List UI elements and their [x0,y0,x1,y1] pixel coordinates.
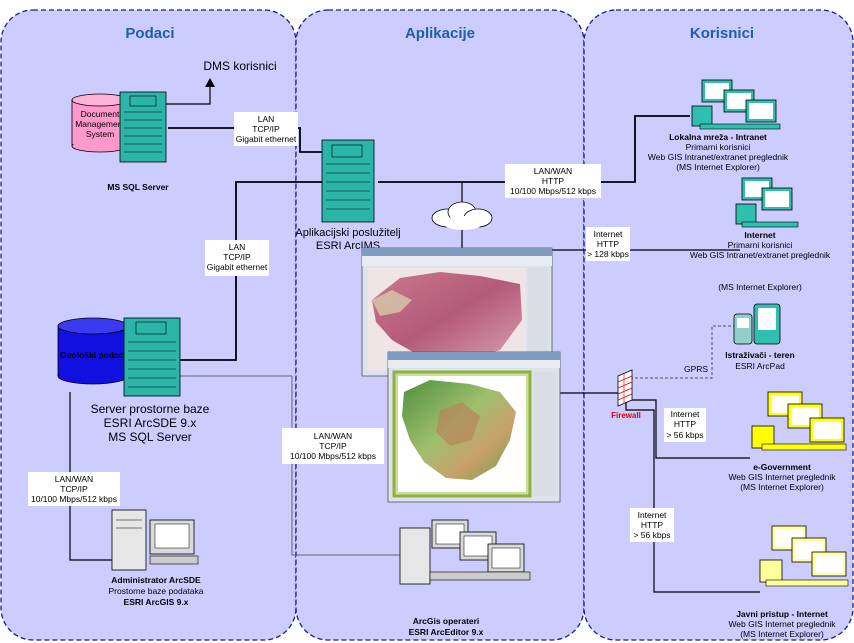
internet-pcs [735,177,799,228]
wan-left-line-3: 10/100 Mbps/512 kbps [31,494,117,504]
ms-sql-server-tower [119,91,167,163]
geoloski-database: Geološki podaci [57,317,129,385]
intranet-line-2: Primarni korisnici [686,142,751,152]
inet56a-line-2: HTTP [674,419,697,429]
zone-title-korisnici: Korisnici [690,25,754,42]
inet56b-line-1: Internet [638,510,667,520]
firewall-label: Firewall [611,411,641,420]
lan-mid-line-3: Gigabit ethernet [207,262,268,272]
admin-line-3: ESRI ArcGIS 9.x [124,597,189,607]
public-line-1: Javni pristup - Internet [736,609,828,619]
inet128-box [586,227,630,261]
inet128-line-2: HTTP [597,239,620,249]
admin-line-1: Administrator ArcSDE [111,575,201,585]
internet-line-1: Internet [744,230,775,240]
dms-line-1: Document [81,109,120,119]
lan-top-line-1: LAN [258,114,275,124]
link-operators [180,375,400,556]
egov-line-3: (MS Internet Explorer) [740,482,824,492]
wan-http-box [505,164,601,198]
public-line-3: (MS Internet Explorer) [740,629,824,639]
wan-mid-line-1: LAN/WAN [314,431,352,441]
dms-users-label: DMS korisnici [203,59,276,73]
dms-database: Document Management System [71,93,129,153]
inet128-line-1: Internet [594,229,623,239]
link-dms-arrow [165,86,211,105]
arrowhead-dms [205,78,215,87]
internet-line-2: Primarni korisnici [728,240,793,250]
app-server-line-1: Aplikacijski poslužitelj [295,227,400,239]
wan-left-line-1: LAN/WAN [55,474,93,484]
wan-mid-line-3: 10/100 Mbps/512 kbps [290,451,376,461]
wan-mid-box [282,428,384,464]
link-gprs [630,325,734,379]
inet56b-box [630,508,674,542]
intranet-pcs [691,79,781,130]
spatial-server-line-3: MS SQL Server [108,430,192,444]
egov-pcs [751,391,847,451]
inet56a-line-3: > 56 kbps [666,430,703,440]
lan-mid-line-1: LAN [229,242,246,252]
app-server-tower [321,139,375,223]
wan-http-line-2: HTTP [542,176,565,186]
link-admin [69,392,112,561]
inet56b-line-3: > 56 kbps [633,530,670,540]
internet-line-3: Web GIS Intranet/extranet preglednik [690,250,831,260]
field-line-1: Istraživači - teren [725,350,794,360]
field-devices [733,303,781,345]
wan-http-line-1: LAN/WAN [534,166,572,176]
operators-workstations [399,519,531,585]
internet-line-4: (MS Internet Explorer) [718,282,802,292]
inet56a-box [664,408,706,442]
lan-top-line-3: Gigabit ethernet [236,134,297,144]
field-line-2: ESRI ArcPad [735,361,785,371]
operators-line-2: ESRI ArcEditor 9.x [409,627,484,637]
cloud-icon [431,201,493,230]
intranet-line-1: Lokalna mreža - Intranet [669,132,767,142]
lan-top-line-2: TCP/IP [252,124,280,134]
intranet-line-4: (MS Internet Explorer) [676,162,760,172]
dms-line-3: System [86,129,114,139]
firewall-icon [617,369,633,407]
lan-mid-line-2: TCP/IP [223,252,251,262]
link-public [625,402,760,593]
inet56a-line-1: Internet [671,409,700,419]
dms-line-2: Management [75,119,125,129]
zone-korisnici [583,9,854,641]
admin-workstation [111,509,199,571]
spatial-server-line-2: ESRI ArcSDE 9.x [104,416,197,430]
gprs-label: GPRS [684,364,708,374]
admin-line-2: Prostorne baze podataka [109,586,204,596]
geoloski-label: Geološki podaci [60,350,126,360]
egov-line-1: e-Government [753,462,811,472]
map-window-front [387,351,561,503]
wan-http-line-3: 10/100 Mbps/512 kbps [510,186,596,196]
wan-left-line-2: TCP/IP [60,484,88,494]
inet56b-line-2: HTTP [641,520,664,530]
public-pcs [759,525,849,587]
lan-top-box [234,112,298,146]
zone-title-aplikacije: Aplikacije [405,25,475,42]
egov-line-2: Web GIS Internet preglednik [728,472,836,482]
wan-mid-line-2: TCP/IP [319,441,347,451]
spatial-server-line-1: Server prostorne baze [91,402,210,416]
intranet-line-3: Web GIS Intranet/extranet preglednik [648,152,789,162]
ms-sql-server-label: MS SQL Server [107,182,169,192]
spatial-server-tower [123,317,181,397]
operators-line-1: ArcGis operateri [413,616,480,626]
public-line-2: Web GIS Internet preglednik [728,619,836,629]
zone-title-podaci: Podaci [125,25,174,42]
lan-mid-box [205,240,269,276]
wan-left-box [28,472,120,506]
inet128-line-3: > 128 kbps [587,249,629,259]
link-egov [628,399,750,459]
